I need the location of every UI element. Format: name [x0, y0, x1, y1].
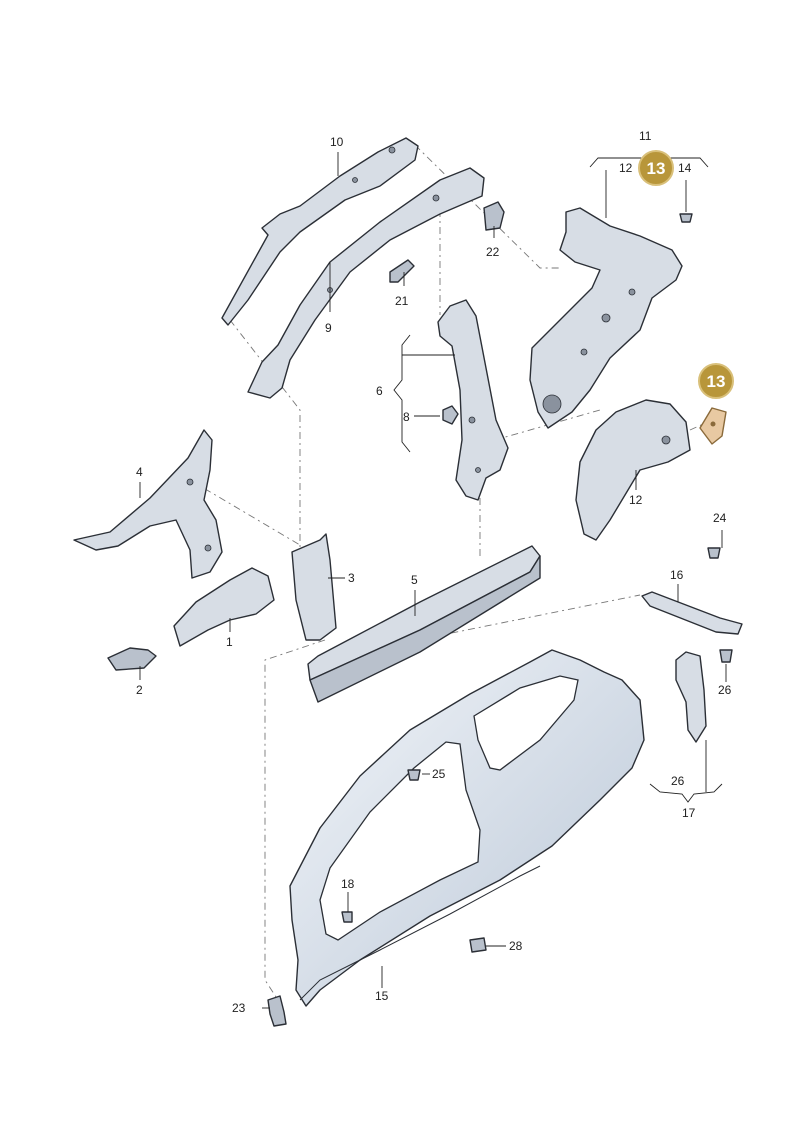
part-8-clip [442, 405, 459, 425]
part-28-clip [469, 937, 487, 953]
part-4-a-pillar-reinforcement [73, 429, 223, 579]
label-3: 3 [348, 571, 355, 585]
part-10-roof-rail-upper [221, 137, 419, 326]
label-12-top: 12 [619, 161, 633, 175]
label-6: 6 [376, 384, 383, 398]
label-5: 5 [411, 573, 418, 587]
label-17: 17 [682, 806, 696, 820]
label-21: 21 [395, 294, 409, 308]
part-17-rear-bracket [675, 651, 707, 743]
part-21-clip [389, 259, 415, 283]
part-26-screw [719, 649, 733, 663]
part-labels: 10 9 21 22 6 8 11 12 14 12 4 1 2 3 5 24 … [136, 129, 732, 1015]
label-24: 24 [713, 511, 727, 525]
part-25-screw [407, 769, 421, 781]
badge-13-side: 13 [698, 363, 734, 399]
label-9: 9 [325, 321, 332, 335]
label-14: 14 [678, 161, 692, 175]
label-12-side: 12 [629, 493, 643, 507]
label-15: 15 [375, 989, 389, 1003]
badge-13-side-text: 13 [707, 372, 726, 391]
part-9-roof-rail-inner [247, 167, 485, 399]
label-16: 16 [670, 568, 684, 582]
part-23-bracket [267, 995, 287, 1027]
part-12-wheel-housing [575, 399, 691, 541]
label-4: 4 [136, 465, 143, 479]
label-22: 22 [486, 245, 500, 259]
leader-lines [139, 152, 727, 1009]
label-10: 10 [330, 135, 344, 149]
part-16-rear-rail [641, 591, 743, 635]
part-15-body-side-panel [289, 649, 645, 1007]
part-11-rear-inner-panel [529, 207, 683, 429]
label-2: 2 [136, 683, 143, 697]
badge-13-top: 13 [638, 150, 674, 186]
label-11: 11 [639, 129, 652, 143]
part-3-bracket [291, 533, 337, 641]
part-18-clip [341, 911, 353, 923]
label-26-lower: 26 [671, 774, 685, 788]
part-5-sill [307, 545, 541, 703]
part-22-clip [483, 201, 505, 231]
label-1: 1 [226, 635, 233, 649]
label-26-upper: 26 [718, 683, 732, 697]
part-6-b-pillar [437, 299, 509, 501]
part-24-screw [707, 547, 721, 559]
label-25: 25 [432, 767, 446, 781]
label-23: 23 [232, 1001, 246, 1015]
part-2-bracket [107, 647, 157, 671]
badge-13-top-text: 13 [647, 159, 666, 178]
part-1-lower-a-pillar [173, 567, 275, 647]
label-18: 18 [341, 877, 355, 891]
label-8: 8 [403, 410, 410, 424]
part-14-screw [679, 213, 693, 223]
label-28: 28 [509, 939, 523, 953]
part-13-bracket [699, 407, 727, 445]
